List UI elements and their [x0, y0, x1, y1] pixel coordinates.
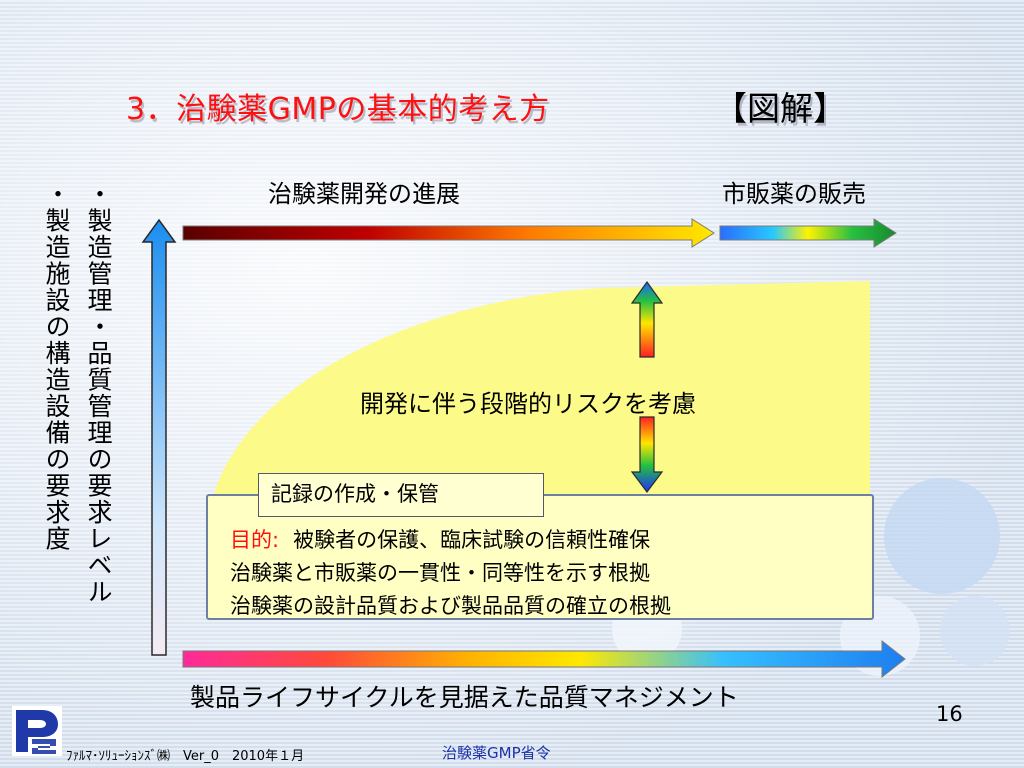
ps-logo-icon — [12, 706, 62, 756]
vertical-label-control-level: ・製造管理・品質管理の要求レベル — [84, 181, 113, 605]
lifecycle-label: 製品ライフサイクルを見据えた品質マネジメント — [190, 683, 739, 712]
footer-company: ﾌｧﾙﾏ･ｿﾘｭｰｼｮﾝｽﾞ㈱ Ver_0 2010年１月 — [66, 749, 305, 764]
record-keeping-box: 記録の作成・保管 — [258, 473, 544, 517]
commercial-sales-arrow — [719, 218, 897, 248]
consistency-line: 治験薬と市販薬の一貫性・同等性を示す根拠 — [230, 561, 650, 585]
development-progress-label: 治験薬開発の進展 — [268, 180, 460, 208]
lifecycle-arrow — [182, 639, 906, 679]
quality-basis-line: 治験薬の設計品質および製品品質の確立の根拠 — [230, 594, 671, 618]
footer-center: 治験薬GMP省令 — [442, 744, 551, 762]
page-number: 16 — [936, 702, 963, 726]
yellow-risk-area — [212, 281, 870, 500]
slide-title: 3．治験薬GMPの基本的考え方 — [126, 92, 550, 127]
slide-title-tag: 【図解】 — [714, 89, 846, 128]
up-risk-arrow — [630, 280, 664, 358]
vertical-label-facility-requirement: ・製造施設の構造設備の要求度 — [42, 181, 71, 552]
purpose-label: 目的: — [230, 528, 280, 552]
risk-consideration-text: 開発に伴う段階的リスクを考慮 — [360, 390, 696, 418]
purpose-line: 目的: 被験者の保護、臨床試験の信頼性確保 — [230, 524, 650, 554]
development-progress-arrow — [182, 218, 715, 248]
requirement-level-arrow — [141, 218, 177, 656]
down-risk-arrow — [630, 416, 664, 493]
decor-circle — [940, 596, 1010, 666]
decor-circle — [884, 478, 1000, 594]
purpose-text: 被験者の保護、臨床試験の信頼性確保 — [293, 528, 651, 552]
commercial-sales-label: 市販薬の販売 — [722, 180, 866, 208]
